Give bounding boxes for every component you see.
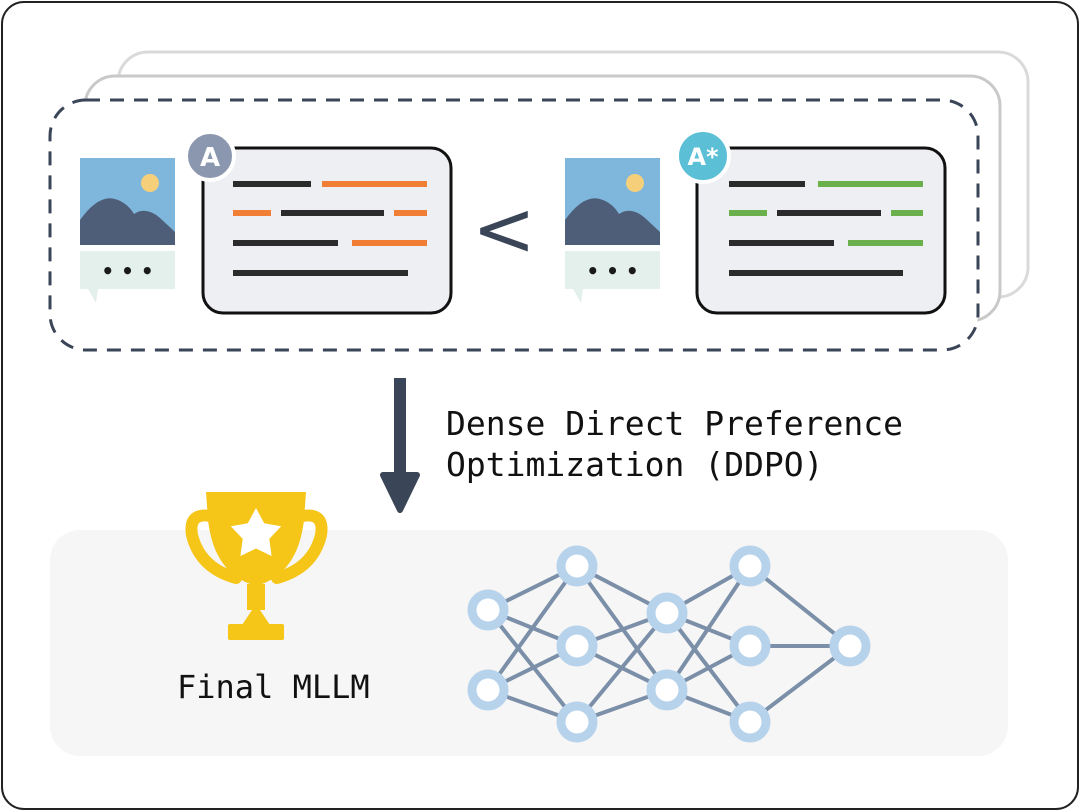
arrow-down-icon (380, 378, 420, 513)
network-node (829, 625, 871, 667)
network-node (646, 669, 688, 711)
network-node (556, 545, 598, 587)
trophy-icon (185, 492, 328, 640)
network-node (729, 545, 771, 587)
final-mllm-label: Final MLLM (177, 668, 370, 706)
left-response-card (201, 146, 453, 315)
ddpo-caption-line2: Optimization (DDPO) (446, 445, 824, 484)
network-node (729, 625, 771, 667)
less-than-symbol: < (472, 184, 536, 273)
final-model-panel (50, 530, 1008, 756)
left-badge-A: A (184, 130, 236, 182)
network-node (467, 589, 509, 631)
network-node (729, 701, 771, 743)
ddpo-caption-line1: Dense Direct Preference (446, 404, 903, 443)
right-badge-label: A* (687, 143, 719, 171)
network-node (467, 669, 509, 711)
network-node (556, 701, 598, 743)
left-chat-bubble-icon: • • • (80, 251, 175, 303)
network-node (646, 592, 688, 634)
left-image-icon (80, 158, 175, 245)
right-badge-A-star: A* (675, 128, 731, 184)
neural-network-icon (467, 545, 871, 743)
star-icon (230, 508, 282, 556)
right-bubble-dots: • • • (586, 259, 638, 283)
network-nodes (467, 545, 871, 743)
left-bubble-dots: • • • (101, 259, 153, 283)
right-chat-bubble-icon: • • • (565, 251, 660, 303)
network-node (556, 625, 598, 667)
right-response-card (695, 146, 947, 315)
left-badge-label: A (200, 143, 220, 173)
right-image-icon (565, 158, 660, 245)
